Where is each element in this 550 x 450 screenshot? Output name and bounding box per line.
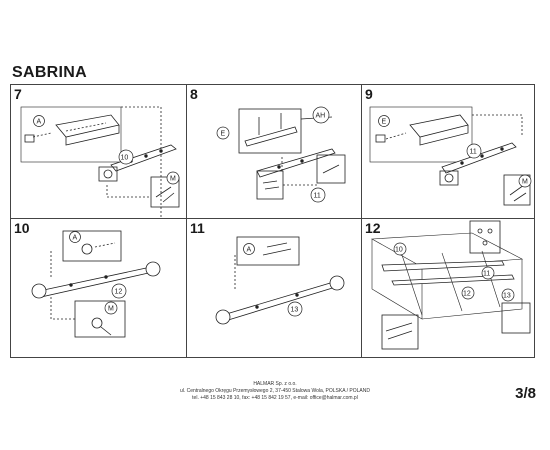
step-9-illustration: E 11 M (369, 106, 532, 206)
part-label: 12 (115, 289, 123, 296)
grid-divider (361, 85, 362, 357)
step-7-illustration: A 10 M (20, 106, 180, 218)
step-12: 12 10 11 12 (362, 219, 534, 357)
part-label: E (221, 131, 226, 138)
part-label: 11 (314, 193, 321, 200)
step-number: 9 (365, 86, 373, 102)
step-number: 12 (365, 220, 381, 236)
part-label: A (73, 235, 78, 242)
step-10-illustration: A 12 M (31, 230, 161, 338)
step-number: 10 (14, 220, 30, 236)
part-label: 11 (483, 271, 490, 278)
part-label: AH (316, 113, 326, 120)
part-label: A (37, 119, 42, 126)
step-8-illustration: E AH 11 (216, 106, 346, 203)
footer-address: ul. Centralnego Okręgu Przemysłowego 2, … (179, 388, 370, 394)
step-12-illustration: 10 11 12 13 (370, 220, 531, 350)
page-number: 3/8 (515, 385, 536, 402)
part-label: 10 (395, 247, 403, 254)
part-label: M (522, 179, 528, 186)
part-label: M (170, 176, 176, 183)
part-label: 12 (463, 291, 471, 298)
part-label: 10 (121, 155, 129, 162)
step-number: 11 (190, 220, 205, 236)
step-number: 8 (190, 86, 198, 102)
part-label: 13 (291, 307, 299, 314)
part-label: 11 (470, 149, 477, 156)
grid-divider (186, 85, 187, 357)
grid-divider (11, 218, 534, 219)
step-11: 11 A 13 (187, 219, 361, 357)
step-11-illustration: A 13 (215, 236, 345, 325)
footer-company: HALMAR Sp. z o.o. (253, 381, 297, 387)
step-10: 10 A 12 M (11, 219, 186, 357)
step-9: 9 E 11 M (362, 85, 534, 218)
part-label: M (108, 306, 114, 313)
part-label: E (382, 119, 387, 126)
step-7: 7 A 10 (11, 85, 186, 218)
instruction-grid: 7 A 10 (10, 84, 535, 358)
step-8: 8 E AH 11 (187, 85, 361, 218)
part-label: A (247, 247, 252, 254)
document-title: SABRINA (12, 64, 87, 81)
part-label: 13 (503, 293, 511, 300)
footer-contact: tel. +48 15 843 28 10, fax: +48 15 842 1… (192, 395, 358, 401)
step-number: 7 (14, 86, 22, 102)
